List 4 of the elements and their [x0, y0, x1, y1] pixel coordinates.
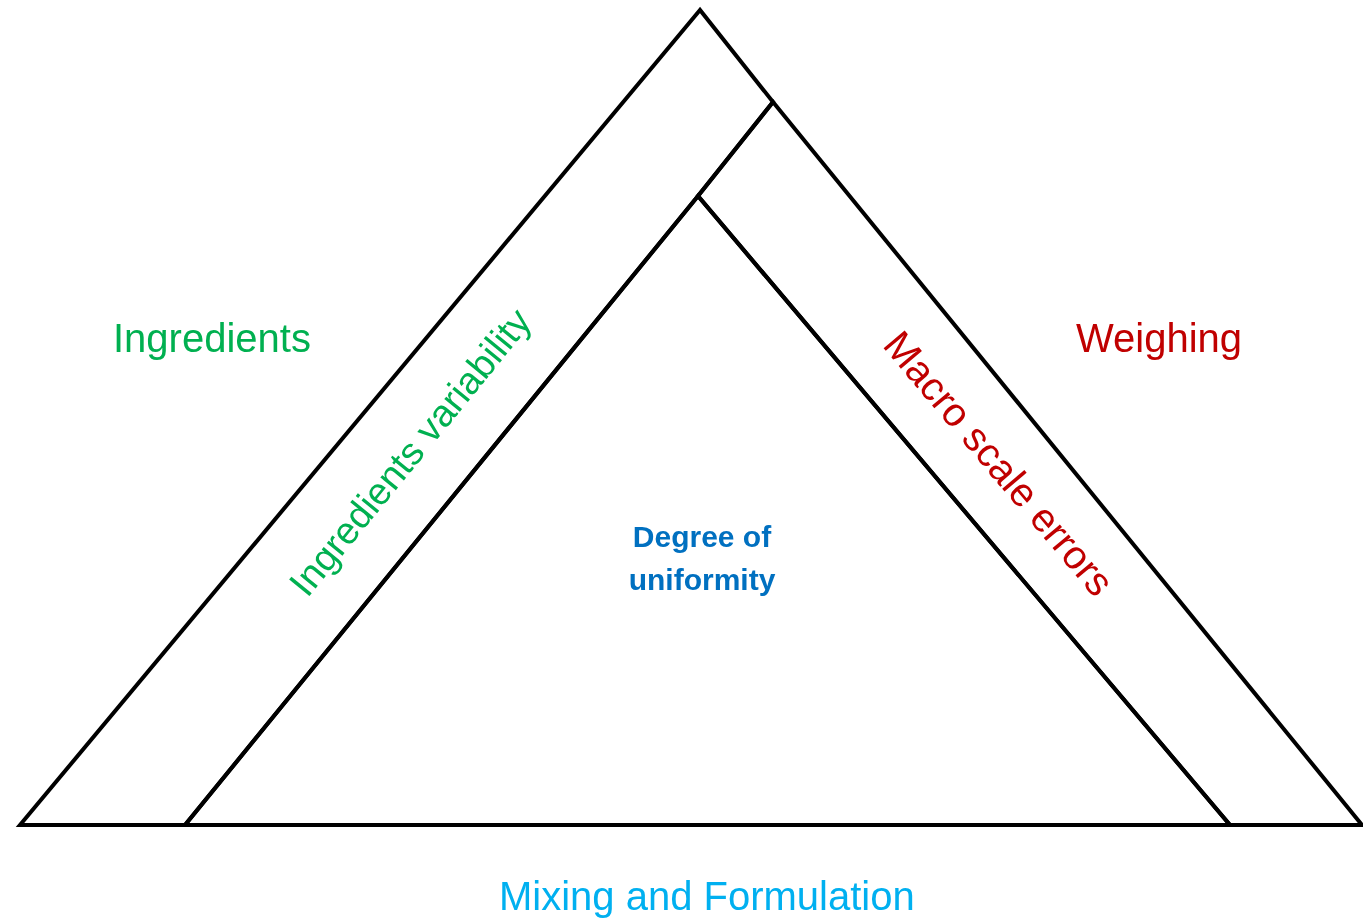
- side-label: Weighing: [1076, 315, 1243, 361]
- side-label: Ingredients: [113, 315, 311, 361]
- center-label: Degree of uniformity: [627, 518, 777, 598]
- base-label: Mixing and Formulation: [499, 873, 915, 919]
